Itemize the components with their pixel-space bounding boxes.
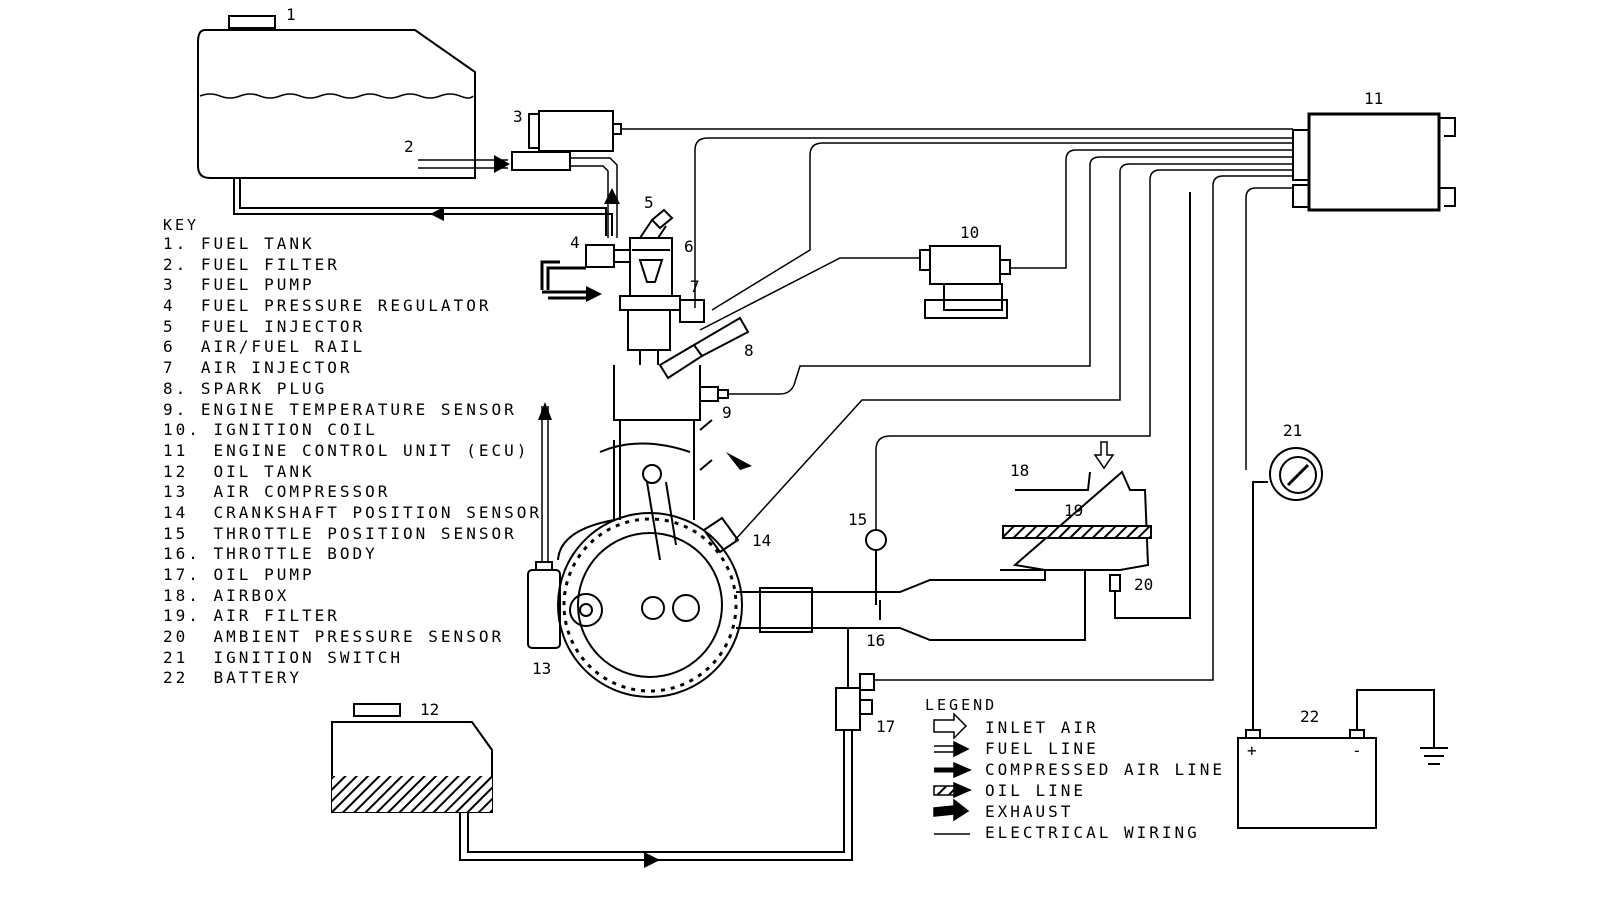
key-item: 14 CRANKSHAFT POSITION SENSOR bbox=[163, 502, 542, 522]
key-item: 20 AMBIENT PRESSURE SENSOR bbox=[163, 627, 505, 647]
callout-8: 8 bbox=[744, 341, 754, 360]
ignition-coil bbox=[919, 245, 1011, 319]
inlet-air-arrow-icon bbox=[933, 712, 968, 740]
air-fuel-rail bbox=[619, 237, 681, 365]
fuel-injector bbox=[639, 208, 674, 239]
callout-7: 7 bbox=[690, 277, 700, 296]
legend-label-exhaust: EXHAUST bbox=[985, 802, 1074, 821]
legend-icons bbox=[933, 712, 972, 835]
callout-13: 13 bbox=[532, 659, 551, 678]
engine-block bbox=[557, 365, 713, 561]
key-title: KEY bbox=[163, 216, 200, 234]
key-item: 15 THROTTLE POSITION SENSOR bbox=[163, 523, 517, 543]
fuel-pressure-regulator bbox=[585, 244, 631, 268]
key-item: 18. AIRBOX bbox=[163, 585, 290, 605]
key-item: 1. FUEL TANK bbox=[163, 234, 315, 253]
key-item: 7 AIR INJECTOR bbox=[163, 358, 353, 378]
key-item: 22 BATTERY bbox=[163, 668, 302, 688]
key-item: 10. IGNITION COIL bbox=[163, 420, 378, 440]
fuel-line-arrow-icon bbox=[934, 740, 970, 758]
air-compressor bbox=[527, 561, 603, 649]
callout-5: 5 bbox=[644, 193, 654, 212]
exhaust-arrow-icon bbox=[933, 798, 970, 822]
legend-title: LEGEND bbox=[925, 696, 998, 714]
key-item: 9. ENGINE TEMPERATURE SENSOR bbox=[163, 399, 517, 419]
spark-plug bbox=[658, 316, 750, 380]
ignition-switch bbox=[1269, 447, 1323, 501]
callout-2: 2 bbox=[404, 137, 414, 156]
fuel-tank bbox=[197, 15, 476, 179]
callout-3: 3 bbox=[513, 107, 523, 126]
inlet-air-indicator bbox=[1093, 441, 1115, 470]
crankshaft-position-sensor bbox=[702, 516, 740, 554]
key-item: 5 FUEL INJECTOR bbox=[163, 316, 366, 336]
callout-15: 15 bbox=[848, 510, 867, 529]
electrical-wiring bbox=[621, 128, 1293, 681]
battery-plus-terminal: + bbox=[1247, 741, 1257, 760]
callout-12: 12 bbox=[420, 700, 439, 719]
callout-17: 17 bbox=[876, 717, 895, 736]
throttle-position-sensor bbox=[865, 529, 887, 605]
flow-arrows bbox=[430, 155, 752, 868]
engine-temperature-sensor bbox=[699, 386, 729, 402]
crankcase bbox=[557, 512, 743, 698]
throttle-body bbox=[736, 569, 1086, 641]
fuel-return-line bbox=[233, 178, 613, 236]
callout-1: 1 bbox=[286, 5, 296, 24]
key-list: 1. FUEL TANK 2. FUEL FILTER 3 FUEL PUMP … bbox=[163, 234, 542, 689]
oil-pump bbox=[835, 628, 875, 731]
callout-4: 4 bbox=[570, 233, 580, 252]
callout-18: 18 bbox=[1010, 461, 1029, 480]
oil-line-arrow-icon bbox=[933, 781, 972, 799]
key-item: 6 AIR/FUEL RAIL bbox=[163, 337, 366, 357]
key-item: 13 AIR COMPRESSOR bbox=[163, 482, 391, 502]
battery-minus-terminal: - bbox=[1352, 741, 1362, 760]
ambient-pressure-sensor bbox=[1109, 192, 1191, 619]
engine-control-unit bbox=[1292, 112, 1456, 212]
callout-10: 10 bbox=[960, 223, 979, 242]
callout-9: 9 bbox=[722, 403, 732, 422]
fuel-pump bbox=[528, 110, 622, 152]
callout-labels: 1 2 3 4 5 6 7 8 9 10 11 12 13 14 15 16 1… bbox=[286, 5, 1383, 760]
key-item: 19. AIR FILTER bbox=[163, 606, 340, 626]
legend-label-inlet-air: INLET AIR bbox=[985, 718, 1099, 737]
legend-label-compressed-air-line: COMPRESSED AIR LINE bbox=[985, 760, 1226, 779]
callout-19: 19 bbox=[1064, 501, 1083, 520]
key-item: 12 OIL TANK bbox=[163, 461, 315, 481]
compressed-air-arrow-icon bbox=[934, 761, 972, 779]
callout-22: 22 bbox=[1300, 707, 1319, 726]
legend-label-oil-line: OIL LINE bbox=[985, 781, 1087, 800]
oil-tank bbox=[331, 703, 493, 813]
callout-6: 6 bbox=[684, 237, 694, 256]
key-item: 8. SPARK PLUG bbox=[163, 378, 328, 398]
air-filter bbox=[1002, 525, 1152, 539]
key-item: 2. FUEL FILTER bbox=[163, 254, 340, 274]
key-item: 3 FUEL PUMP bbox=[163, 275, 315, 295]
oil-line bbox=[459, 730, 853, 861]
battery bbox=[1237, 481, 1448, 829]
legend-label-electrical-wiring: ELECTRICAL WIRING bbox=[985, 823, 1200, 842]
callout-14: 14 bbox=[752, 531, 771, 550]
key-item: 16. THROTTLE BODY bbox=[163, 544, 378, 564]
callout-16: 16 bbox=[866, 631, 885, 650]
key-item: 11 ENGINE CONTROL UNIT (ECU) bbox=[163, 440, 530, 460]
key-item: 17. OIL PUMP bbox=[163, 565, 315, 584]
callout-21: 21 bbox=[1283, 421, 1302, 440]
key-item: 21 IGNITION SWITCH bbox=[163, 647, 404, 667]
key-item: 4 FUEL PRESSURE REGULATOR bbox=[163, 296, 492, 316]
airbox bbox=[1012, 470, 1150, 571]
callout-20: 20 bbox=[1134, 575, 1153, 594]
callout-11: 11 bbox=[1364, 89, 1383, 108]
legend-label-fuel-line: FUEL LINE bbox=[985, 739, 1099, 758]
air-injector bbox=[679, 299, 705, 323]
